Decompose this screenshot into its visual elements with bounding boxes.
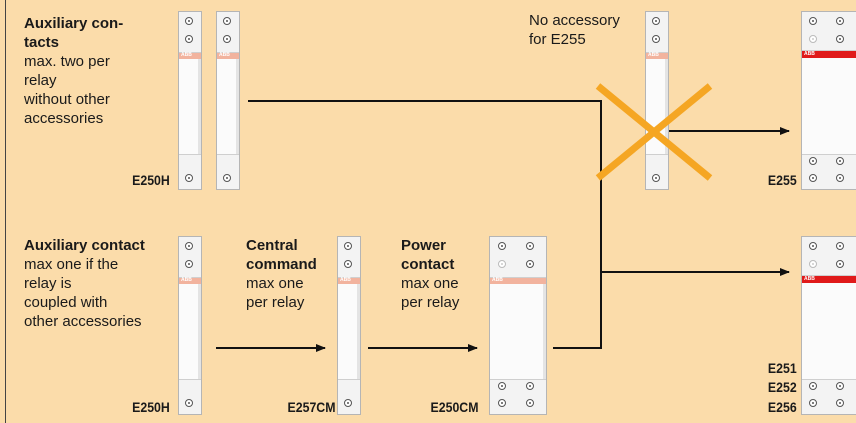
not-allowed-cross-icon xyxy=(595,83,713,181)
module-e257cm: ABB xyxy=(337,236,361,415)
power-contact-desc-2: per relay xyxy=(401,294,460,311)
code-e255: E255 xyxy=(768,172,797,188)
aux-contact-desc-2: relay is xyxy=(24,275,72,292)
code-e251: E251 xyxy=(768,360,797,376)
module-not-allowed: ABB xyxy=(645,11,669,190)
central-command-title-1: Central xyxy=(246,237,298,254)
module-e250h-bottom: ABB xyxy=(178,236,202,415)
aux-contact-desc-3: coupled with xyxy=(24,294,108,311)
code-e257cm: E257CM xyxy=(287,399,335,415)
central-command-desc-1: max one xyxy=(246,275,304,292)
power-contact-title-2: contact xyxy=(401,256,455,273)
no-accessory-note-2: for E255 xyxy=(529,31,586,48)
code-e250h-top: E250H xyxy=(132,172,170,188)
module-e250h-top-2: ABB xyxy=(216,11,240,190)
relay-e255: ABB xyxy=(801,11,856,190)
aux-contact-desc-1: max one if the xyxy=(24,256,119,273)
code-e250cm: E250CM xyxy=(430,399,478,415)
aux-contacts-desc-3: without other xyxy=(24,91,110,108)
central-command-desc-2: per relay xyxy=(246,294,305,311)
aux-contacts-desc-1: max. two per xyxy=(24,53,110,70)
central-command-title-2: command xyxy=(246,256,317,273)
diagram-frame xyxy=(5,0,856,423)
aux-contact-title: Auxiliary contact xyxy=(24,237,145,254)
no-accessory-note-1: No accessory xyxy=(529,12,620,29)
code-e256: E256 xyxy=(768,399,797,415)
module-e250cm: ABB xyxy=(489,236,547,415)
aux-contacts-desc-4: accessories xyxy=(24,110,104,127)
aux-contacts-title-2: tacts xyxy=(24,34,60,51)
aux-contacts-desc-2: relay xyxy=(24,72,57,89)
aux-contacts-title-1: Auxiliary con- xyxy=(24,15,124,32)
code-e252: E252 xyxy=(768,379,797,395)
power-contact-title-1: Power xyxy=(401,237,447,254)
code-e250h-bottom: E250H xyxy=(132,399,170,415)
aux-contact-desc-4: other accessories xyxy=(24,313,142,330)
module-e250h-top-1: ABB xyxy=(178,11,202,190)
power-contact-desc-1: max one xyxy=(401,275,459,292)
relay-e251-e252-e256: ABB xyxy=(801,236,856,415)
wire-top-left xyxy=(248,100,602,349)
